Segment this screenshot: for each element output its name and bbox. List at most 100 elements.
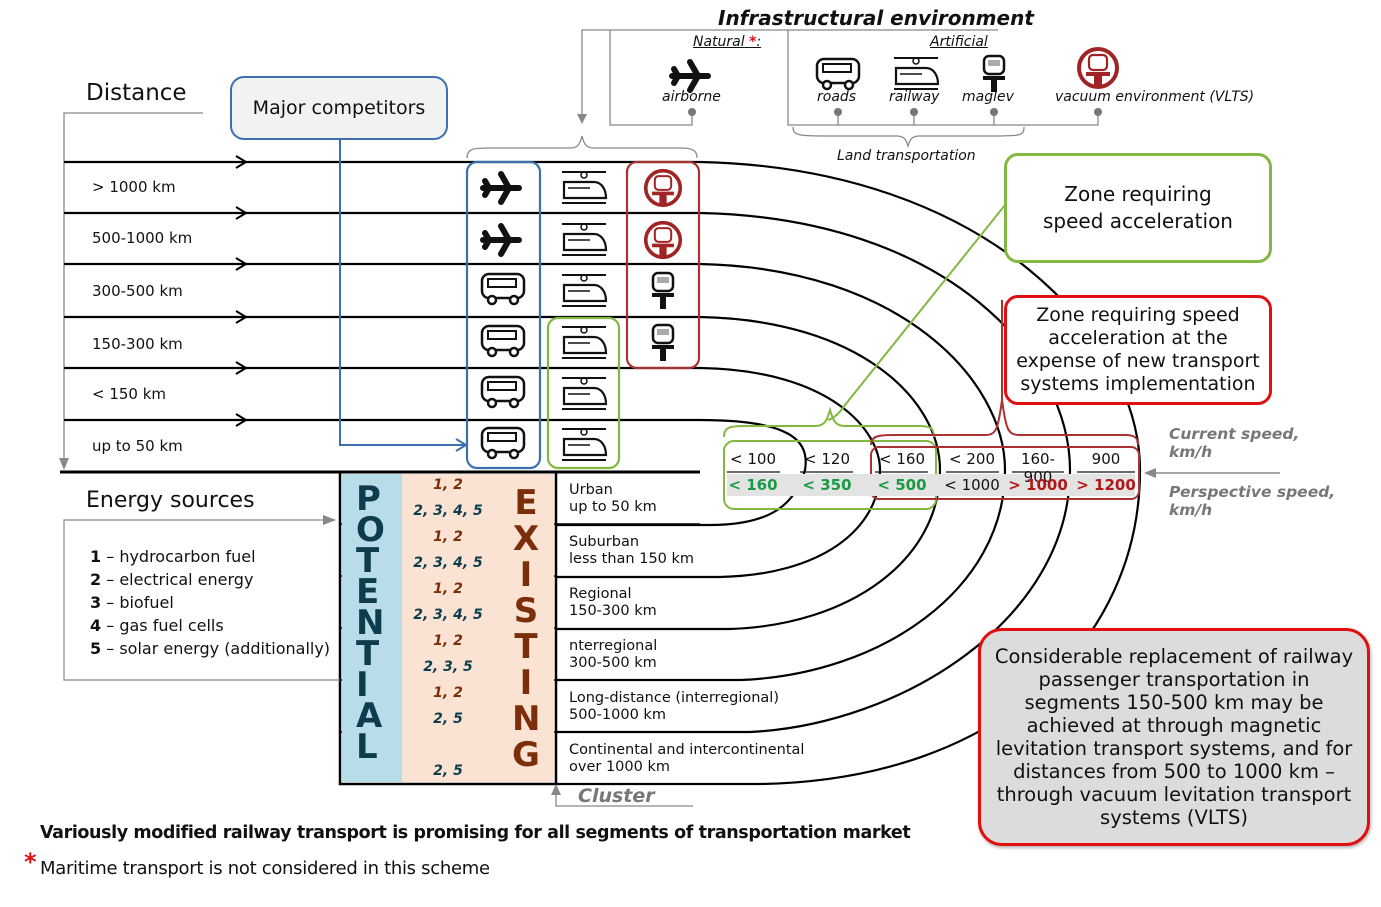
existing-column-bg bbox=[402, 474, 554, 782]
cluster-title: Cluster bbox=[578, 785, 655, 807]
green-speed-brace bbox=[723, 406, 935, 438]
perspective-speed-value: < 350 bbox=[802, 476, 852, 494]
energy-bracket bbox=[63, 519, 340, 681]
maritime-note: Maritime transport is not considered in … bbox=[40, 858, 490, 879]
mode-label-vlts: vacuum environment (VLTS) bbox=[1055, 89, 1255, 105]
cluster-name: Regional bbox=[569, 586, 632, 602]
potential-letter: T bbox=[356, 541, 380, 581]
existing-letter: N bbox=[512, 699, 541, 739]
cluster-name: Urban bbox=[569, 482, 613, 498]
perspective-speed-value: > 1200 bbox=[1076, 476, 1136, 494]
existing-letter: I bbox=[519, 663, 533, 703]
existing-energy-value: 1, 2 bbox=[433, 685, 463, 701]
bus-icon bbox=[479, 425, 527, 466]
vlts-icon bbox=[643, 168, 683, 213]
existing-letter: E bbox=[514, 483, 538, 523]
perspective-speed-label: Perspective speed, km/h bbox=[1169, 483, 1336, 519]
mode-label-airborne: airborne bbox=[662, 89, 721, 105]
potential-letter: A bbox=[356, 696, 383, 736]
perspective-speed-band bbox=[727, 474, 1135, 496]
existing-cell-bg bbox=[402, 578, 494, 602]
energy-legend-item: 2 – electrical energy bbox=[90, 570, 254, 589]
perspective-speed-value: > 1000 bbox=[1008, 476, 1068, 494]
energy-legend-item: 3 – biofuel bbox=[90, 593, 174, 612]
train-icon bbox=[560, 220, 608, 263]
existing-energy-value: 1, 2 bbox=[433, 633, 463, 649]
cluster-name: Long-distance (interregional) bbox=[569, 690, 779, 706]
infrastructure-title: Infrastructural environment bbox=[718, 6, 1034, 30]
bus-icon bbox=[479, 374, 527, 415]
existing-energy-value: 1, 2 bbox=[433, 581, 463, 597]
vlts-icon bbox=[1076, 46, 1120, 90]
current-speed-value: < 160 bbox=[879, 450, 925, 468]
existing-letter: G bbox=[512, 735, 540, 775]
existing-energy-value: 1, 2 bbox=[433, 529, 463, 545]
conclusion-text: Variously modified railway transport is … bbox=[40, 823, 911, 843]
cluster-range: 500-1000 km bbox=[569, 707, 666, 723]
energy-legend-item: 5 – solar energy (additionally) bbox=[90, 639, 331, 658]
potential-letter: E bbox=[356, 572, 380, 612]
infrastructure-connectors bbox=[466, 29, 1099, 159]
maglev-icon bbox=[649, 323, 677, 368]
cluster-pointer bbox=[555, 790, 693, 807]
maglev-icon bbox=[649, 271, 677, 316]
competitor-group-rail bbox=[546, 316, 621, 470]
existing-letter: S bbox=[513, 591, 539, 631]
airplane-icon bbox=[479, 220, 525, 265]
artificial-label: Artificial bbox=[930, 34, 988, 50]
competitors-connector bbox=[339, 140, 465, 446]
mode-label-roads: roads bbox=[817, 89, 857, 105]
existing-cell-bg bbox=[402, 526, 494, 550]
airplane-icon bbox=[668, 56, 718, 96]
cluster-range: over 1000 km bbox=[569, 759, 670, 775]
existing-cell-bg bbox=[402, 734, 494, 758]
row-arrowheads bbox=[235, 155, 248, 427]
cluster-name: nterregional bbox=[569, 638, 658, 654]
major-competitors-box: Major competitors bbox=[230, 76, 448, 140]
red-speed-brace bbox=[870, 399, 1139, 446]
potential-energy-value: 2, 3, 4, 5 bbox=[413, 607, 483, 623]
distance-axis bbox=[63, 112, 203, 465]
perspective-speed-value: < 1000 bbox=[944, 476, 1000, 494]
cluster-name: Suburban bbox=[569, 534, 640, 550]
zone-speed-acceleration: Zone requiring speed acceleration bbox=[1004, 153, 1272, 263]
existing-cell-bg bbox=[402, 682, 494, 706]
bus-icon bbox=[479, 323, 527, 364]
mode-label-railway: railway bbox=[889, 89, 940, 105]
maglev-icon bbox=[980, 54, 1008, 94]
train-icon bbox=[892, 54, 942, 94]
cluster-name: Continental and intercontinental bbox=[569, 742, 805, 758]
maglev-replacement-note: Considerable replacement of railway pass… bbox=[978, 628, 1370, 846]
train-icon bbox=[560, 168, 608, 211]
distance-row-label: > 1000 km bbox=[92, 178, 176, 196]
train-icon bbox=[560, 425, 608, 468]
competitor-group-primary bbox=[465, 160, 542, 470]
distance-title: Distance bbox=[86, 80, 187, 106]
potential-letter: P bbox=[356, 479, 381, 519]
potential-letter: I bbox=[356, 665, 369, 705]
competitor-group-new bbox=[625, 160, 701, 370]
potential-letter: N bbox=[356, 603, 385, 643]
potential-energy-value: 2, 3, 5 bbox=[423, 659, 473, 675]
vlts-icon bbox=[643, 220, 683, 265]
train-icon bbox=[560, 323, 608, 366]
zone-new-transport-systems: Zone requiring speed acceleration at the… bbox=[1004, 295, 1272, 405]
distance-row-label: < 150 km bbox=[92, 385, 167, 403]
existing-cell-bg bbox=[402, 630, 494, 654]
mode-label-maglev: maglev bbox=[962, 89, 1014, 105]
distance-row-lines bbox=[64, 160, 700, 422]
cluster-range: 150-300 km bbox=[569, 603, 657, 619]
existing-energy-value: 1, 2 bbox=[433, 477, 463, 493]
existing-letter: I bbox=[519, 555, 533, 595]
potential-energy-value: 2, 5 bbox=[433, 711, 463, 727]
current-speed-value: < 120 bbox=[804, 450, 850, 468]
potential-energy-value: 2, 3, 4, 5 bbox=[413, 555, 483, 571]
distance-row-label: 300-500 km bbox=[92, 282, 183, 300]
cluster-row: Long-distance (interregional)500-1000 km bbox=[569, 690, 779, 724]
